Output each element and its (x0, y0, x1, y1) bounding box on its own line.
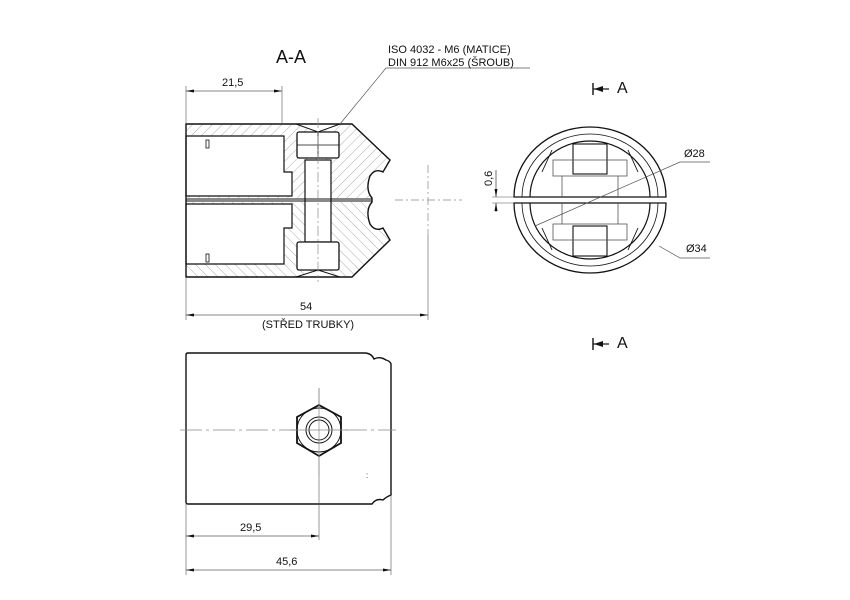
section-marker-bottom (592, 338, 609, 350)
lower-half-ring (513, 202, 667, 274)
end-view (492, 83, 710, 350)
dia34-leader (658, 245, 710, 259)
dia28-leader (534, 161, 710, 227)
plan-outline (185, 352, 392, 505)
dim-45-6: 45,6 (276, 556, 298, 568)
dim-21-5: 21,5 (222, 77, 244, 89)
dim-29-5: 29,5 (240, 522, 262, 534)
section-marker-top-label: A (617, 80, 628, 97)
dim-gap-0-6: 0,6 (483, 170, 495, 186)
callout-bolt: DIN 912 M6x25 (ŠROUB) (388, 57, 514, 69)
dim-dia-34: Ø34 (686, 243, 707, 255)
callout-leader (339, 67, 530, 125)
plan-view: : (180, 352, 396, 575)
dim-dia-28: Ø28 (684, 148, 705, 160)
section-marker-top (592, 83, 609, 95)
section-outline (185, 123, 391, 278)
section-marker-bottom-label: A (617, 335, 628, 352)
section-view (185, 67, 530, 320)
svg-text::: : (366, 471, 368, 480)
dim-54: 54 (300, 301, 313, 313)
lower-cavity (185, 203, 293, 265)
callout-nut: ISO 4032 - M6 (MATICE) (388, 44, 511, 56)
dim-54-note: (STŘED TRUBKY) (262, 319, 355, 331)
section-title: A-A (276, 47, 307, 67)
upper-half-ring (513, 126, 667, 198)
upper-cavity (185, 135, 293, 197)
